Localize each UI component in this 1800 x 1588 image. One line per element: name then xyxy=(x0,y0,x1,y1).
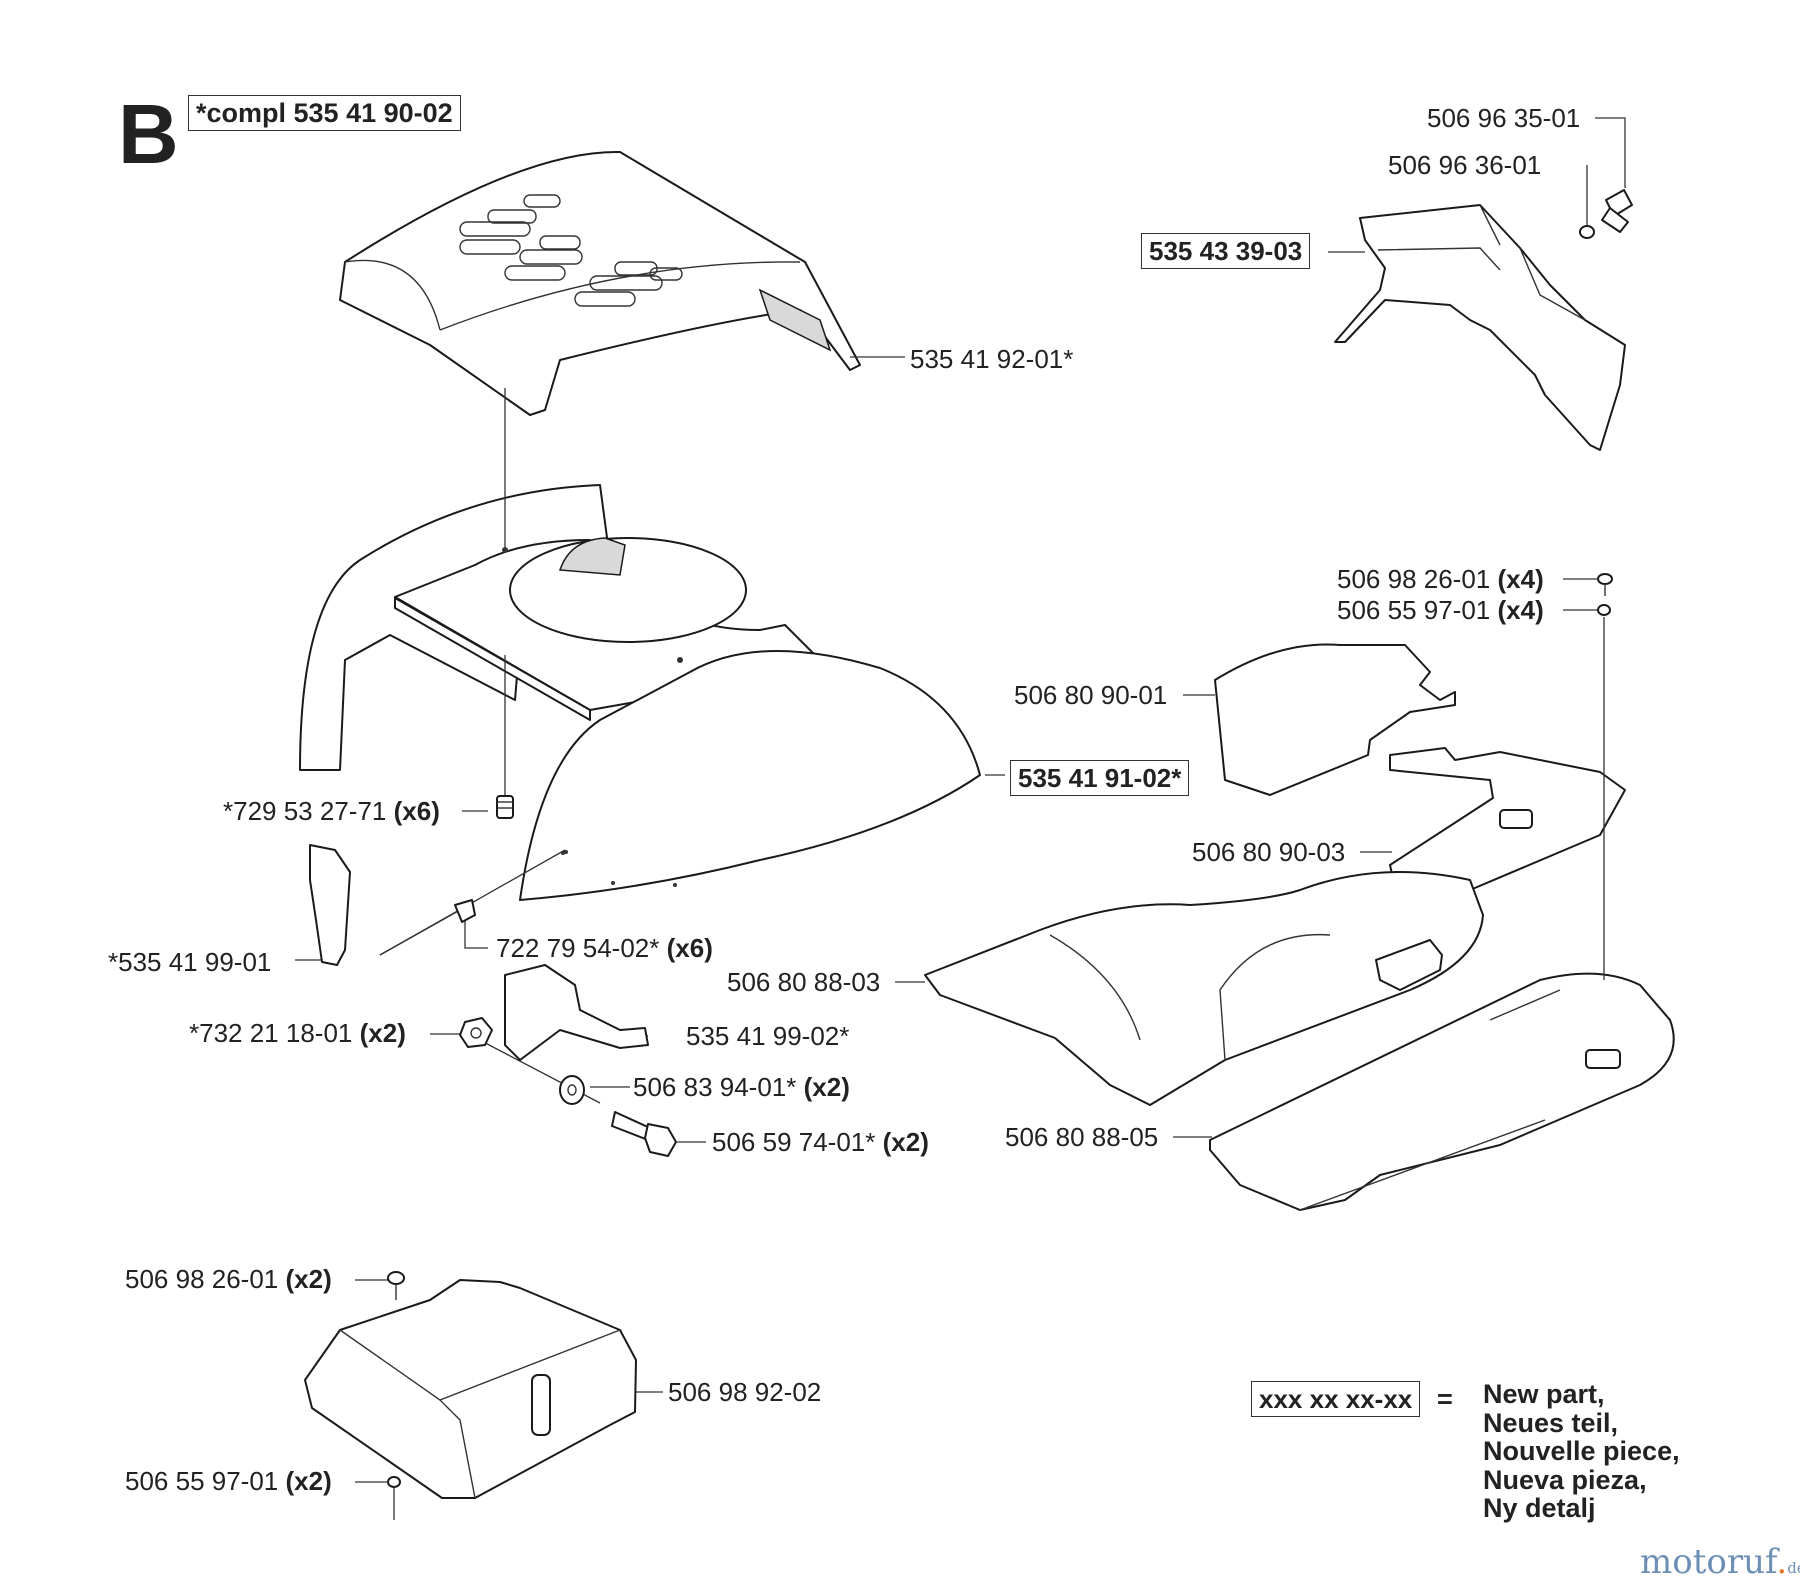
watermark-accent: . xyxy=(1776,1542,1788,1582)
callout-506-80-88-05: 506 80 88-05 xyxy=(1005,1122,1159,1152)
callout-732-21-18-01: *732 21 18-01 (x2) xyxy=(189,1018,406,1048)
bracket-535-41-99-01-part xyxy=(309,844,351,966)
legend-line: Ny detalj xyxy=(1483,1493,1596,1523)
watermark-main: motoruf xyxy=(1640,1542,1777,1582)
fitting-506-96-35-icon xyxy=(1601,189,1633,233)
callout-729-53-27-71: *729 53 27-71 (x6) xyxy=(223,796,440,826)
screw-506-98-26-01-icon xyxy=(1597,573,1613,596)
washer-506-83-94-icon xyxy=(559,1075,585,1105)
callout-535-41-99-02: 535 41 99-02* xyxy=(686,1021,850,1051)
nut-506-96-36-icon xyxy=(1579,225,1595,239)
callout-535-41-91-02: 535 41 91-02* xyxy=(1010,760,1190,796)
legend-sample-box: xxx xx xx-xx xyxy=(1251,1381,1421,1417)
callout-506-98-26-01-x2: 506 98 26-01 (x2) xyxy=(125,1264,332,1294)
callout-535-43-39-03: 535 43 39-03 xyxy=(1141,233,1311,269)
callout-535-41-92-01: 535 41 92-01* xyxy=(910,344,1074,374)
legend-line: New part, xyxy=(1483,1379,1605,1409)
floor-mat-506-80-88-05-part xyxy=(1209,972,1675,1211)
callout-506-55-97-01-x4: 506 55 97-01 (x4) xyxy=(1337,595,1544,625)
callout-506-96-36-01: 506 96 36-01 xyxy=(1388,150,1542,180)
mat-506-80-90-01-part xyxy=(1214,643,1456,796)
callout-506-59-74-01: 506 59 74-01* (x2) xyxy=(712,1127,929,1157)
plate-slot xyxy=(1499,809,1533,829)
screw-729-icon xyxy=(496,795,514,819)
callout-722-79-54-02: 722 79 54-02* (x6) xyxy=(496,933,713,963)
nut-732-icon xyxy=(459,1017,493,1048)
legend-text: New part, Neues teil, Nouvelle piece, Nu… xyxy=(1483,1380,1680,1523)
legend-equals: = xyxy=(1437,1384,1453,1414)
callout-506-98-26-01-x4: 506 98 26-01 (x4) xyxy=(1337,564,1544,594)
main-hood-part xyxy=(299,484,981,901)
watermark-suffix: de xyxy=(1787,1559,1800,1577)
callout-535-41-99-01: *535 41 99-01 xyxy=(108,947,272,977)
side-shroud-part xyxy=(1334,204,1626,451)
bolt-506-59-74-icon xyxy=(611,1111,677,1157)
cover-506-98-92-02-part xyxy=(304,1279,637,1499)
floor-mat-506-80-88-03-part xyxy=(924,871,1484,1106)
callout-506-83-94-01: 506 83 94-01* (x2) xyxy=(633,1072,850,1102)
legend-line: Neues teil, xyxy=(1483,1407,1619,1438)
legend-line: Nouvelle piece, xyxy=(1483,1436,1680,1466)
callout-506-55-97-01-x2: 506 55 97-01 (x2) xyxy=(125,1466,332,1496)
pin-722-icon xyxy=(379,899,476,956)
callout-506-80-90-03: 506 80 90-03 xyxy=(1192,837,1346,867)
callout-506-98-92-02: 506 98 92-02 xyxy=(668,1377,822,1407)
legend-line: Nueva pieza, xyxy=(1483,1464,1647,1495)
callout-506-80-88-03: 506 80 88-03 xyxy=(727,967,881,997)
section-letter: B xyxy=(118,87,179,181)
complete-assembly-label: *compl 535 41 90-02 xyxy=(188,95,461,131)
callout-506-96-35-01: 506 96 35-01 xyxy=(1427,103,1581,133)
watermark-logo: motoruf.de xyxy=(1640,1542,1800,1582)
washer-506-55-97-01-icon xyxy=(1597,604,1611,616)
top-cover-part xyxy=(339,150,861,416)
washer-bottom-icon xyxy=(387,1476,401,1488)
screw-bottom-icon xyxy=(387,1271,405,1300)
mat-slot xyxy=(1585,1049,1621,1069)
bracket-535-41-99-02-part xyxy=(504,964,649,1061)
callout-506-80-90-01: 506 80 90-01 xyxy=(1014,680,1168,710)
